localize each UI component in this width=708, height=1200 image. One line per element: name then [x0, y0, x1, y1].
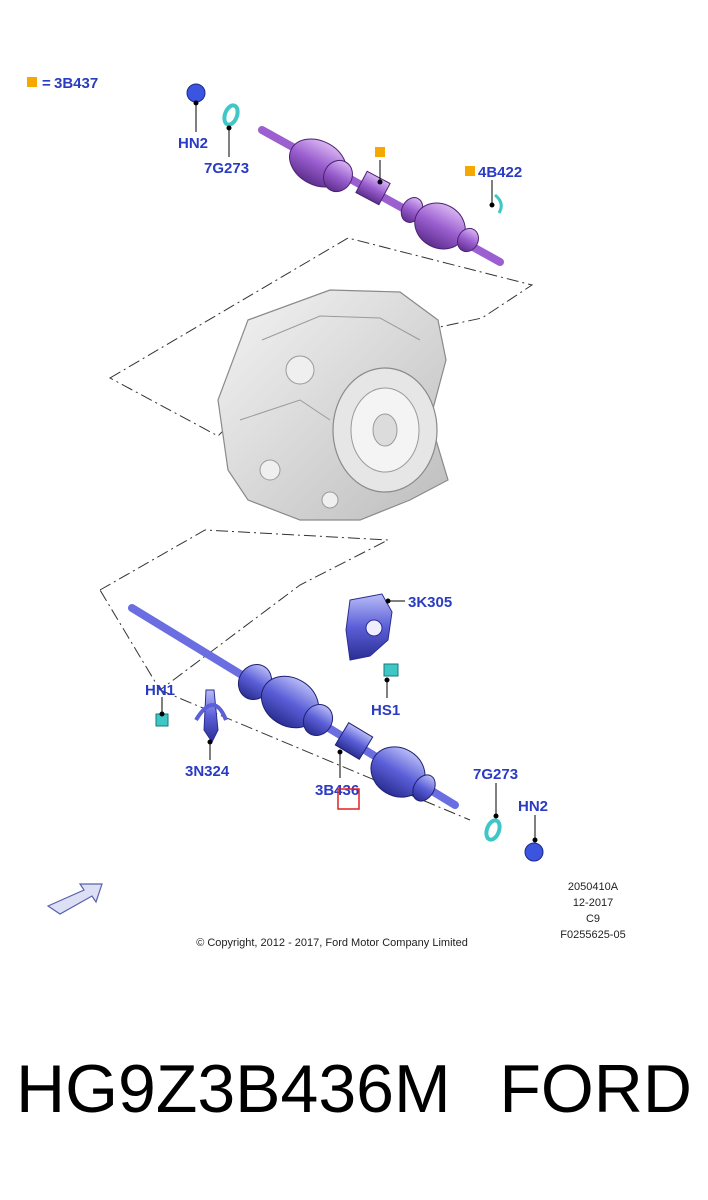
brand-name: FORD	[499, 1051, 692, 1127]
callout-hn2-bottom: HN2	[518, 798, 548, 815]
hs1-bolt	[383, 663, 399, 677]
callout-hn2-top: HN2	[178, 135, 208, 152]
meta-line-2: 12-2017	[573, 897, 613, 909]
footer: HG9Z3B436M FORD	[0, 1050, 708, 1160]
parts-diagram: = 3B437	[27, 75, 626, 949]
leader-lines	[159, 100, 538, 843]
3k305-bearing-bracket	[345, 593, 393, 661]
part-number: HG9Z3B436M	[16, 1051, 451, 1127]
callout-7g273-top: 7G273	[204, 160, 249, 177]
copyright: © Copyright, 2012 - 2017, Ford Motor Com…	[196, 937, 468, 949]
callout-4b422: 4B422	[478, 164, 522, 181]
7g273-seal-top	[222, 103, 240, 127]
transmission-housing	[217, 289, 449, 521]
callout-7g273-bottom: 7G273	[473, 766, 518, 783]
highlight-box	[337, 788, 360, 810]
meta-line-3: C9	[586, 913, 600, 925]
callout-hs1: HS1	[371, 702, 400, 719]
4b422-clip	[494, 193, 503, 214]
legend: = 3B437	[27, 75, 98, 92]
7g273-seal-bottom	[484, 818, 502, 842]
meta-line-1: 2050410A	[568, 881, 619, 893]
3n324-clamp	[194, 689, 228, 743]
drawing-meta: 2050410A 12-2017 C9 F0255625-05	[560, 881, 625, 941]
meta-line-4: F0255625-05	[560, 929, 625, 941]
legend-square-icon	[27, 77, 37, 87]
legend-square-icon-shaft	[375, 147, 385, 157]
callout-3b436: 3B436	[315, 782, 359, 799]
callout-3k305: 3K305	[408, 594, 452, 611]
hn2-nut-bottom	[524, 842, 544, 862]
lower-drive-shaft	[128, 604, 459, 809]
callout-hn1: HN1	[145, 682, 175, 699]
legend-label: 3B437	[54, 75, 98, 92]
direction-arrow-icon	[46, 883, 103, 915]
svg-text:=: =	[42, 75, 51, 92]
hn2-nut-top	[186, 83, 206, 103]
upper-drive-shaft	[258, 126, 504, 266]
callout-3n324: 3N324	[185, 763, 230, 780]
legend-square-icon-4b422	[465, 166, 475, 176]
